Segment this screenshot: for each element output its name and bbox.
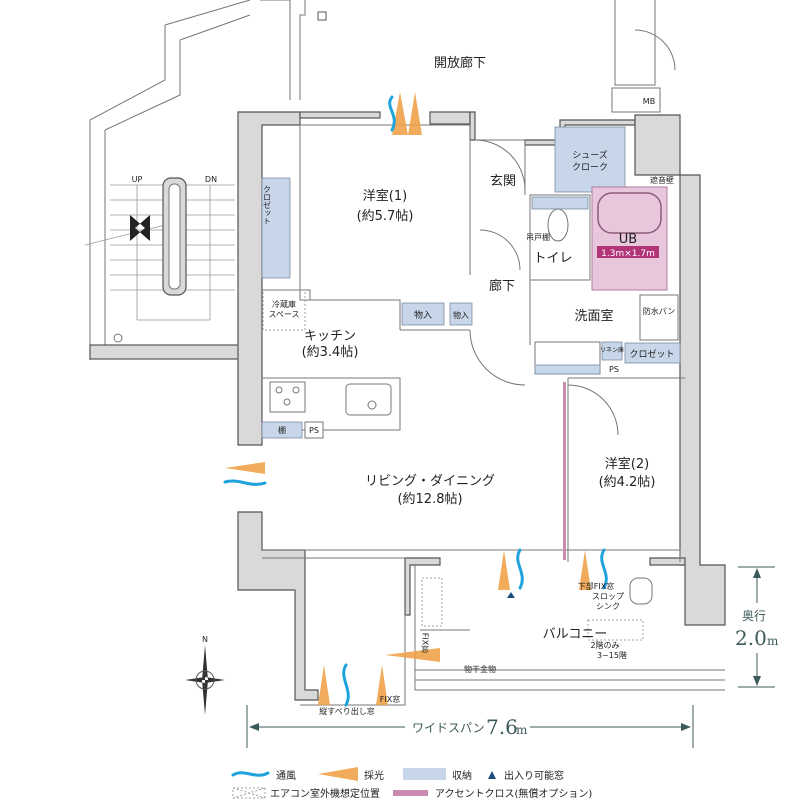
slop-sink-label-1: スロップ	[592, 592, 624, 601]
accent-cloth-wall	[563, 382, 566, 560]
ps-kitchen: PS	[309, 426, 319, 435]
western1-label: 洋室(1)	[363, 188, 407, 204]
sink	[345, 383, 392, 416]
depth-unit: m	[767, 634, 779, 648]
shoes-closet	[554, 126, 626, 193]
legend: 通風 採光 収納 出入り可能窓 エアコン室外機想定位置 アクセントクロス(無償オ…	[231, 767, 592, 800]
balcony-label: バルコニー	[543, 627, 608, 642]
ps-washroom: PS	[609, 365, 619, 374]
legend-ventilation: 通風	[276, 770, 296, 782]
closet-western1	[261, 177, 291, 279]
western1-size: (約5.7帖)	[357, 209, 414, 224]
vanity-storage	[534, 364, 601, 375]
hallway-label: 廊下	[489, 278, 515, 294]
kitchen-size: (約3.4帖)	[302, 345, 359, 360]
accessible-window-marker	[507, 592, 515, 598]
washroom-label: 洗面室	[574, 308, 613, 324]
staircase: UP DN	[84, 0, 306, 360]
legend-ac-unit: エアコン室外機想定位置	[270, 787, 380, 800]
legend-storage: 収納	[452, 769, 472, 782]
fix-window-vertical: FIX窓	[421, 633, 430, 653]
closet-western2-label: クロゼット	[629, 348, 674, 360]
slop-sink-label-2: シンク	[596, 602, 620, 611]
western2-label: 洋室(2)	[605, 456, 649, 472]
toilet-shelf	[531, 196, 589, 210]
span-dimension: ワイドスパン 7.6 m	[246, 705, 694, 748]
stair-down-label: DN	[205, 175, 217, 184]
ac-unit-2	[587, 619, 644, 641]
kitchen-label: キッチン	[304, 329, 356, 344]
storage-2-label: 物入	[453, 310, 469, 320]
depth-value: 2.0	[735, 626, 767, 650]
unit-bath: UB 1.3m×1.7m	[591, 186, 668, 291]
lower-fix-window: 下部FIX窓	[578, 581, 614, 591]
ub-size-label: 1.3m×1.7m	[601, 249, 655, 259]
shoes-closet-label-1: シューズ	[572, 149, 608, 161]
storage-1-label: 物入	[414, 309, 432, 321]
linen-closet	[601, 341, 623, 361]
hanging-shelf-label: 吊戸棚	[526, 232, 550, 242]
toilet-bowl	[547, 208, 569, 242]
shelf-label: 棚	[278, 425, 286, 435]
fix-window-label: FIX窓	[380, 694, 400, 704]
floors3-15: 3~15階	[597, 650, 627, 660]
stove	[269, 381, 306, 413]
closet-washroom	[624, 342, 681, 364]
interior-lines	[262, 124, 725, 706]
open-corridor-label: 開放廊下	[434, 55, 486, 71]
compass-icon: N	[185, 635, 225, 715]
fridge-space	[262, 289, 306, 331]
storage-2	[449, 302, 473, 326]
span-value: 7.6	[486, 715, 518, 739]
span-unit: m	[516, 723, 528, 737]
living-label: リビング・ダイニング	[365, 474, 495, 489]
mb-door	[611, 0, 676, 113]
corridor-drain	[317, 11, 327, 21]
north-label: N	[202, 635, 208, 644]
legend-accent-cloth: アクセントクロス(無償オプション)	[435, 787, 592, 800]
ub-label: UB	[619, 232, 637, 247]
depth-dimension: 奥行 2.0 m	[735, 566, 779, 688]
western2-size: (約4.2帖)	[599, 475, 656, 490]
depth-label: 奥行	[742, 609, 766, 623]
waterproof-pan	[639, 294, 679, 341]
span-label: ワイドスパン	[412, 721, 485, 735]
ventilation-markers	[223, 95, 608, 707]
ac-unit-1	[421, 577, 443, 627]
walls	[237, 111, 726, 701]
legend-accessible-window: 出入り可能窓	[504, 769, 564, 782]
closet-western1-label: クロゼット	[263, 185, 272, 225]
shelf	[261, 421, 303, 439]
legend-daylight: 採光	[364, 769, 384, 782]
storage-1	[401, 302, 445, 326]
casement-window-label: 縦すべり出し窓	[319, 706, 374, 716]
shoes-closet-label-2: クローク	[572, 162, 608, 173]
waterproof-pan-label: 防水パン	[643, 306, 675, 316]
daylight-markers	[225, 92, 591, 705]
mb-label: MB	[643, 97, 655, 106]
floor2-only: 2階のみ	[590, 640, 619, 650]
living-size: (約12.8帖)	[397, 492, 462, 507]
stair-up-label: UP	[132, 175, 143, 184]
slop-sink	[629, 577, 653, 605]
sound-wall-label: 遮音壁	[650, 175, 674, 185]
laundry-rail-label: 物干金物	[464, 664, 496, 674]
linen-label: リネン庫	[600, 346, 624, 354]
toilet-label: トイレ	[533, 251, 572, 266]
fridge-label-1: 冷蔵庫	[272, 299, 296, 309]
fridge-label-2: スペース	[268, 310, 299, 319]
entrance-label: 玄関	[490, 174, 516, 189]
